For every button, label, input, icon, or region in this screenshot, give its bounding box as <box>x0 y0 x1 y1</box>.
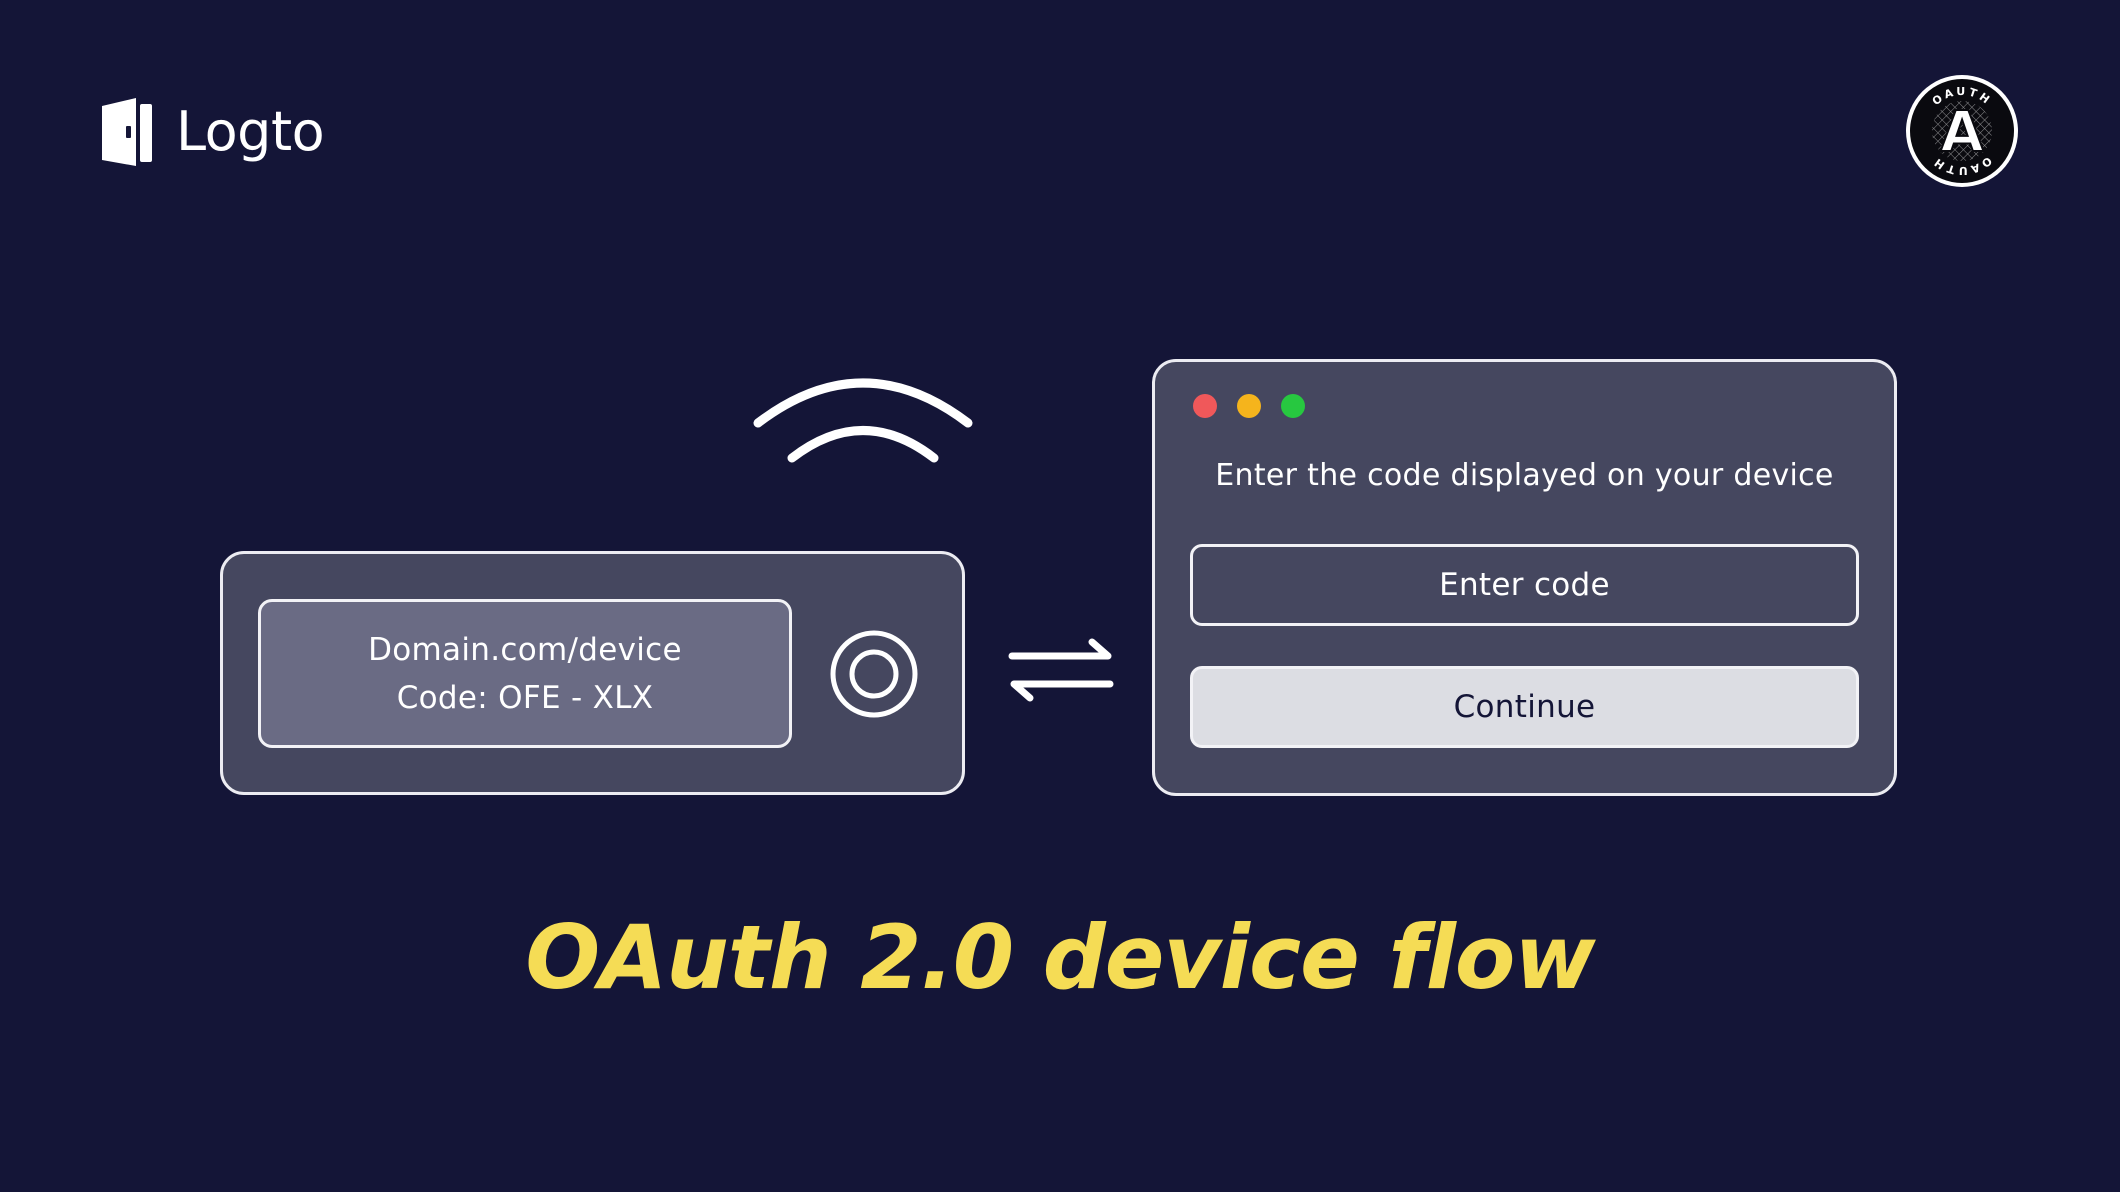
page-title: OAuth 2.0 device flow <box>525 906 1595 1009</box>
device-url: Domain.com/device <box>368 631 682 668</box>
window-minimize-dot[interactable] <box>1237 394 1261 418</box>
code-prompt: Enter the code displayed on your device <box>1215 458 1834 493</box>
badge-letter: A <box>1940 100 1984 165</box>
door-icon <box>102 98 152 166</box>
circle-button-icon[interactable] <box>830 630 918 718</box>
swap-arrows-icon <box>1008 638 1114 702</box>
oauth-badge-icon: OAUTH OAUTH A <box>1906 75 2018 187</box>
device-screen: Domain.com/device Code: OFE - XLX <box>258 599 792 748</box>
window-maximize-dot[interactable] <box>1281 394 1305 418</box>
code-input[interactable] <box>1190 544 1859 626</box>
wifi-icon <box>753 378 973 463</box>
window-close-dot[interactable] <box>1193 394 1217 418</box>
continue-button[interactable]: Continue <box>1190 666 1859 748</box>
device-code: Code: OFE - XLX <box>396 679 654 716</box>
brand-logo: Logto <box>98 94 325 170</box>
brand-name: Logto <box>176 100 325 163</box>
